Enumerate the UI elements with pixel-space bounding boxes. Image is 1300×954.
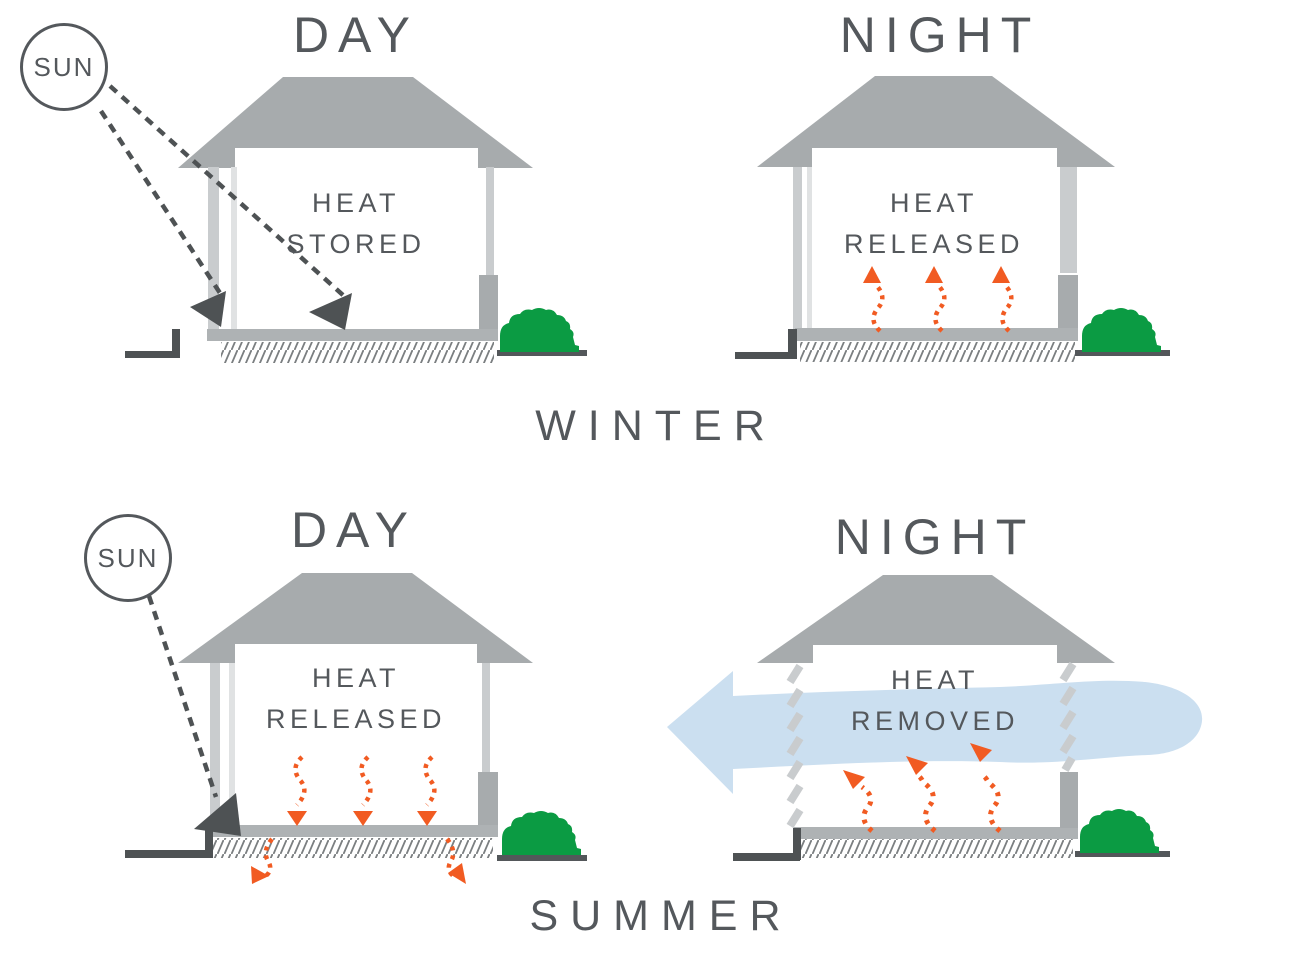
interior <box>235 644 477 825</box>
roof <box>178 573 533 663</box>
floor-slab <box>793 827 1078 839</box>
heat-removed-arrows <box>843 743 1002 833</box>
roof <box>178 77 533 168</box>
ground-line-right <box>1075 851 1170 857</box>
roof <box>757 76 1115 167</box>
panel-title-winter-night: NIGHT <box>839 7 1041 63</box>
ground-heat-arrows <box>251 837 466 884</box>
heat-sink-arrows <box>287 755 437 826</box>
ground-step <box>205 825 213 858</box>
ground-hatch <box>800 839 1073 858</box>
left-window-edge <box>231 167 237 330</box>
bush-icon <box>502 811 581 855</box>
ground-line-right <box>497 350 587 356</box>
right-wall <box>1060 167 1077 273</box>
house-winter-day <box>99 77 587 363</box>
bush-icon <box>1082 308 1161 352</box>
right-wall-block <box>478 772 498 828</box>
ground-hatch <box>213 838 493 858</box>
right-wall <box>486 167 494 277</box>
floor-slab <box>795 328 1078 341</box>
roof <box>757 575 1115 663</box>
heat-released-label: HEAT RELEASED <box>843 188 1025 259</box>
left-window-edge <box>807 167 812 329</box>
right-wall-block <box>1060 772 1078 828</box>
left-wall <box>793 167 802 329</box>
interior <box>235 148 478 330</box>
left-wall <box>210 663 220 825</box>
ground-line-left <box>125 850 213 858</box>
floor-slab <box>207 329 498 341</box>
heat-stored-label: HEAT STORED <box>286 188 426 259</box>
ground-line-right <box>1075 350 1170 356</box>
sun-ray-arrow <box>146 595 219 798</box>
panel-title-summer-night: NIGHT <box>834 509 1036 565</box>
ground-line-left <box>733 853 800 861</box>
sun-ray-arrowhead <box>190 291 226 327</box>
sun-ray-arrowhead <box>309 293 352 330</box>
floor-slab <box>207 825 498 837</box>
ground-hatch <box>800 342 1075 362</box>
ground-line-left <box>735 352 797 359</box>
ground-step <box>788 329 797 359</box>
ground-step <box>172 329 180 358</box>
season-label-winter: WINTER <box>535 402 777 450</box>
season-label-summer: SUMMER <box>529 892 793 940</box>
bush-icon <box>500 308 579 352</box>
heat-released-label: HEAT RELEASED <box>265 663 447 734</box>
house-summer-night <box>667 575 1203 861</box>
left-wall <box>208 167 219 330</box>
sun-icon: SUN <box>84 514 172 602</box>
house-summer-day <box>125 573 587 884</box>
sun-icon: SUN <box>20 23 108 111</box>
house-winter-night <box>735 76 1170 362</box>
sun-ray-arrows <box>99 84 346 298</box>
interior <box>812 148 1057 330</box>
open-wall-dashes <box>786 661 1077 829</box>
ground-line-right <box>497 855 587 861</box>
heat-rise-arrows <box>863 266 1014 333</box>
right-wall-block <box>1058 275 1078 332</box>
right-wall <box>482 663 490 772</box>
left-window-edge <box>229 663 235 825</box>
panel-title-summer-day: DAY <box>290 502 418 558</box>
ground-hatch <box>221 342 494 363</box>
right-wall-block <box>479 275 498 331</box>
heat-removed-label: HEAT REMOVED <box>850 665 1020 736</box>
sun-ray-arrowhead <box>194 793 241 836</box>
sun-label: SUN <box>97 542 159 573</box>
ground-line-left <box>125 351 180 358</box>
panel-title-winter-day: DAY <box>292 7 420 63</box>
sun-label: SUN <box>33 51 95 82</box>
ground-step <box>793 828 801 860</box>
bush-icon <box>1080 809 1159 853</box>
